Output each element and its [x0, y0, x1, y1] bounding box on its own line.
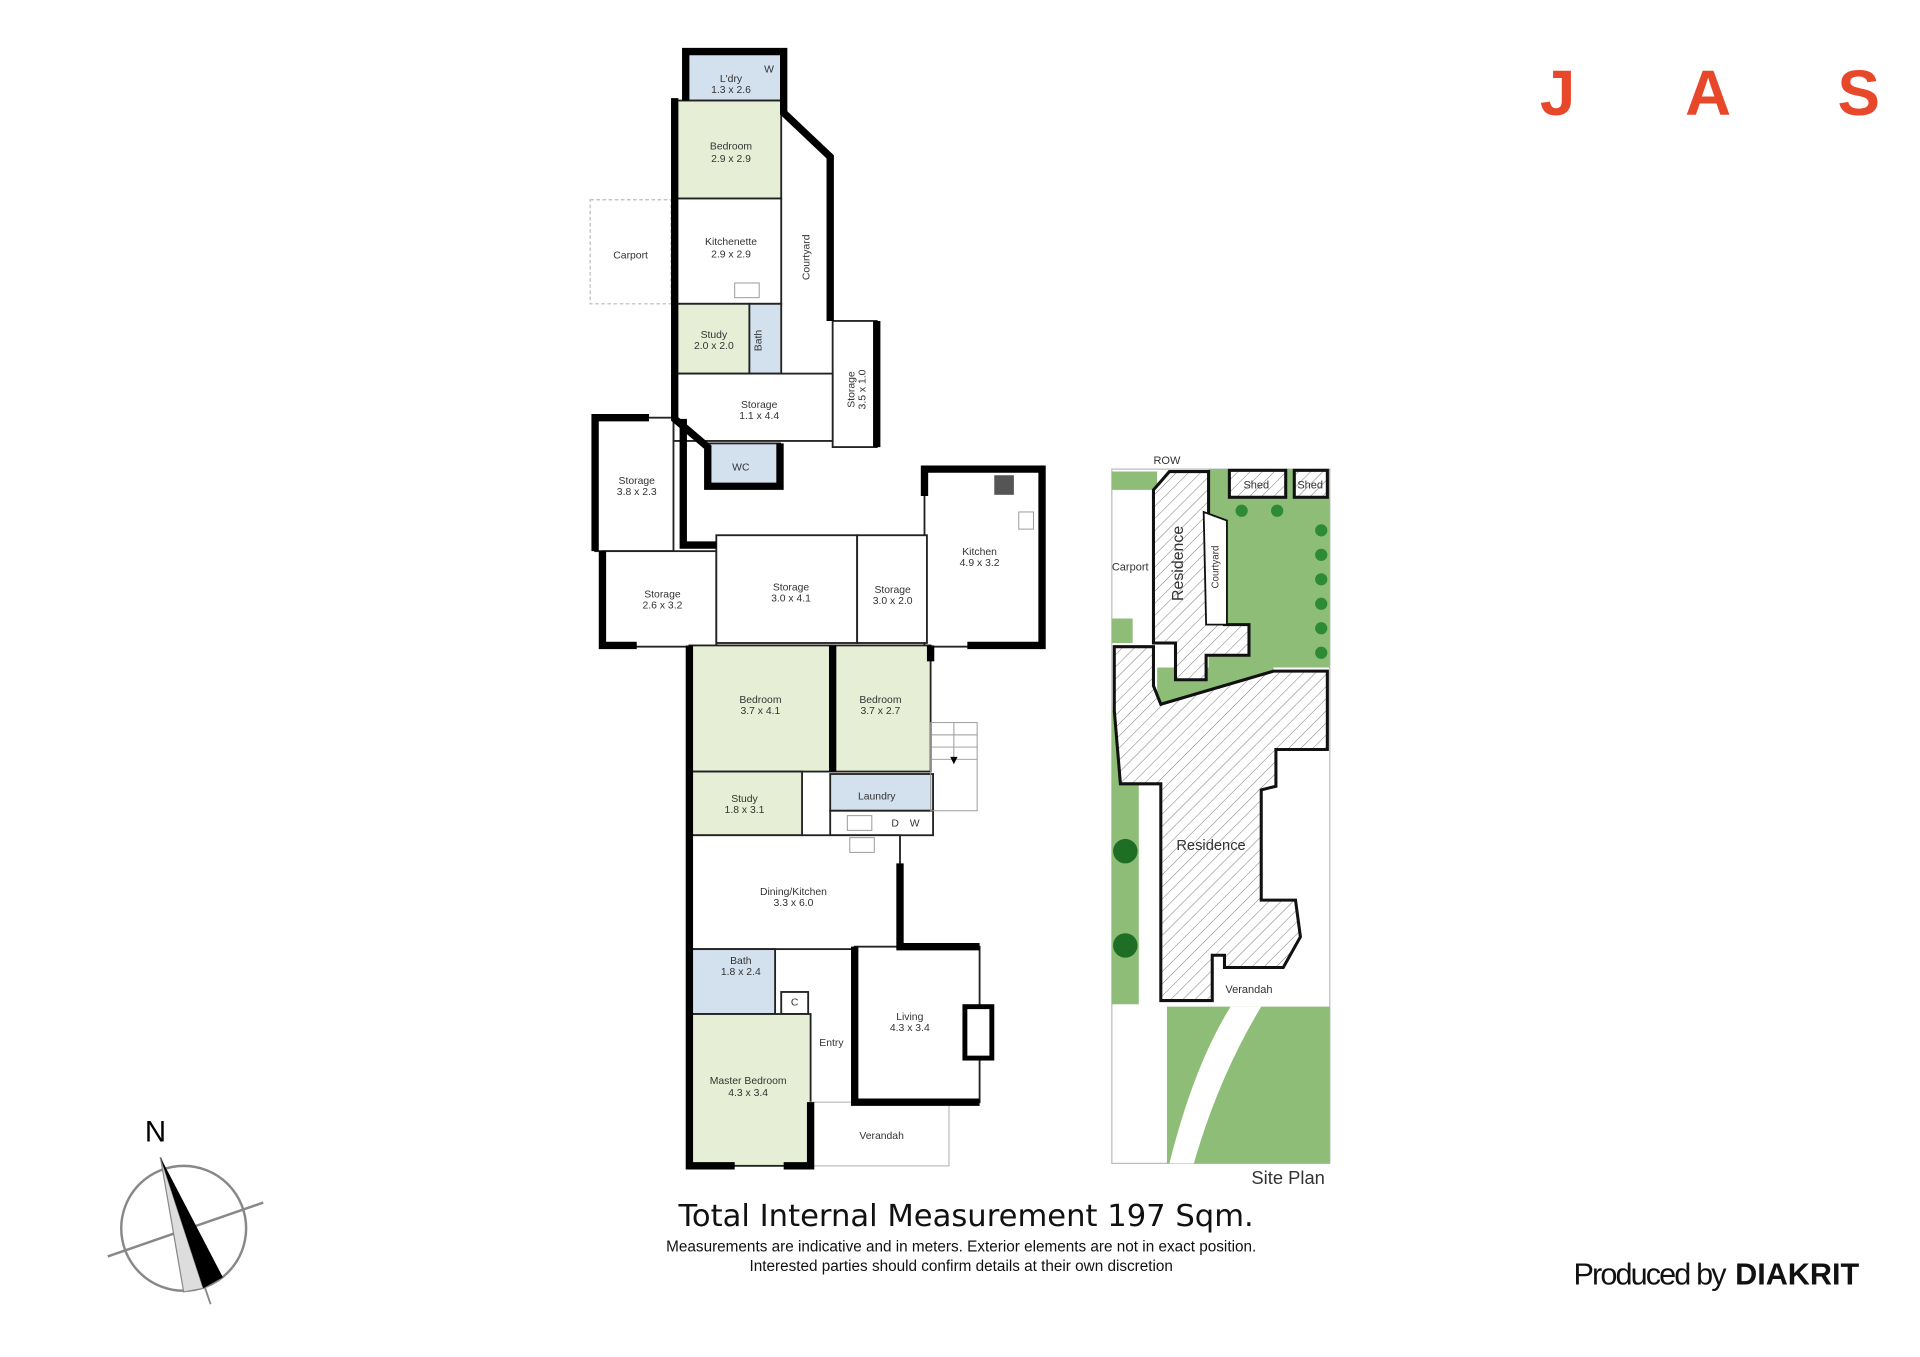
room-bedroom-1 — [676, 99, 783, 200]
room-kitchen — [923, 468, 1043, 648]
floor-plan: L'dry 1.3 x 2.6 W Bedroom 2.9 x 2.9 Kitc… — [589, 47, 1046, 1170]
room-name: Study — [701, 330, 728, 341]
site-label-residence: Residence — [1176, 838, 1245, 854]
room-wc — [706, 442, 781, 488]
room-dims: 4.9 x 3.2 — [960, 558, 1000, 569]
room-name: Bath — [754, 330, 765, 352]
disclaimer-line-1: Measurements are indicative and in meter… — [666, 1239, 1256, 1256]
compass-north-label: N — [145, 1115, 166, 1148]
room-storage-3.8x2.3 — [594, 416, 675, 553]
room-name: Storage — [644, 590, 681, 601]
site-label-carport: Carport — [1112, 562, 1149, 574]
total-measurement-title: Total Internal Measurement 197 Sqm. — [677, 1199, 1253, 1234]
room-name: Storage — [619, 476, 656, 487]
room-name: Courtyard — [801, 234, 812, 280]
room-dims: 1.3 x 2.6 — [711, 85, 751, 96]
room-name: Bedroom — [710, 142, 752, 153]
disclaimer-line-2: Interested parties should confirm detail… — [750, 1258, 1173, 1275]
room-name: WC — [732, 462, 750, 473]
room-dims: 2.9 x 2.9 — [711, 154, 751, 165]
kitchen-sink-icon — [849, 837, 875, 853]
room-name: Kitchenette — [705, 237, 757, 248]
room-name: Bedroom — [739, 695, 781, 706]
walls — [591, 47, 1046, 1170]
logo-letter-a: A — [1685, 58, 1731, 129]
logo-letter-j: J — [1540, 58, 1575, 129]
laundry-sink-icon — [846, 815, 873, 831]
trees — [1113, 504, 1328, 958]
room-storage-1.1x4.4 — [672, 372, 834, 442]
room-dims: 3.5 x 1.0 — [858, 369, 869, 409]
room-storage-3.5x1.0 — [831, 320, 878, 448]
residence-main-outline — [1112, 645, 1329, 1003]
site-label-verandah: Verandah — [1225, 984, 1272, 996]
room-name: C — [791, 997, 799, 1008]
room-name: L'dry — [720, 74, 743, 85]
room-master-bedroom — [688, 1013, 812, 1167]
site-label-residence: Residence — [1170, 526, 1187, 601]
kitchen-sink-2-icon — [1018, 511, 1034, 530]
room-name: Laundry — [858, 792, 896, 803]
room-name: Study — [731, 794, 758, 805]
site-label-shed: Shed — [1243, 480, 1269, 492]
appliance-label: W — [764, 64, 774, 75]
room-dims: 3.8 x 2.3 — [617, 487, 657, 498]
site-plan-title: Site Plan — [1251, 1167, 1324, 1188]
room-dims: 2.9 x 2.9 — [711, 249, 751, 260]
room-bath — [688, 948, 777, 1015]
room-storage-3.0x4.1 — [715, 534, 859, 644]
stairs — [930, 722, 978, 812]
site-label-shed: Shed — [1297, 480, 1323, 492]
shed-2 — [1292, 468, 1329, 499]
room-name: Kitchen — [962, 547, 997, 558]
room-storage-3.0x2.0 — [856, 534, 928, 644]
room-dims: 3.0 x 2.0 — [873, 596, 913, 607]
room-laundry — [829, 773, 934, 812]
room-carport — [589, 199, 672, 305]
room-verandah — [810, 1101, 950, 1167]
sink-icon — [734, 282, 760, 299]
room-name: Bath — [730, 956, 752, 967]
room-name: Master Bedroom — [710, 1076, 787, 1087]
room-living — [853, 945, 981, 1104]
credit-brand: DIAKRIT — [1735, 1258, 1859, 1292]
north-compass-icon: N — [107, 1115, 264, 1305]
room-name: Storage — [874, 585, 911, 596]
logo-letter-s: S — [1838, 58, 1880, 129]
room-dims: 3.7 x 2.7 — [860, 706, 900, 717]
shed-1 — [1227, 468, 1288, 499]
room-dims: 3.0 x 4.1 — [771, 593, 811, 604]
room-dims: 2.0 x 2.0 — [694, 341, 734, 352]
room-name: Entry — [819, 1038, 844, 1049]
room-dims: 4.3 x 3.4 — [890, 1023, 930, 1034]
jas-logo: J A S — [1540, 58, 1880, 129]
room-dims: 1.8 x 2.4 — [721, 967, 761, 978]
room-dims: 3.3 x 6.0 — [774, 898, 814, 909]
room-dims: 1.8 x 3.1 — [725, 805, 765, 816]
site-label-row: ROW — [1153, 455, 1181, 467]
room-name: Storage — [741, 400, 778, 411]
cooktop-icon — [994, 475, 1014, 495]
room-dining-kitchen — [688, 834, 901, 951]
room-name: Storage — [773, 582, 810, 593]
room-dims: 1.1 x 4.4 — [739, 411, 779, 422]
credit-prefix: Produced by — [1573, 1258, 1727, 1292]
room-name: Verandah — [859, 1131, 904, 1142]
room-name: Dining/Kitchen — [760, 887, 827, 898]
site-plan: ROW Shed Shed Carport Residence Courtyar… — [1111, 455, 1331, 1188]
room-dims: 4.3 x 3.4 — [728, 1088, 768, 1099]
produced-by-diakrit: Produced by DIAKRIT — [1573, 1258, 1859, 1292]
room-dims: 2.6 x 3.2 — [643, 601, 683, 612]
room-name: Living — [896, 1012, 923, 1023]
room-dims: 3.7 x 4.1 — [740, 706, 780, 717]
site-label-courtyard: Courtyard — [1210, 546, 1221, 589]
room-name: Storage — [847, 371, 858, 408]
appliance-label: W — [910, 819, 920, 830]
fireplace-icon — [962, 1004, 995, 1061]
room-kitchenette — [676, 197, 783, 305]
room-name: Bedroom — [859, 695, 901, 706]
room-study-2 — [688, 770, 803, 837]
appliance-label: D — [891, 819, 899, 830]
room-name: Carport — [613, 250, 648, 261]
